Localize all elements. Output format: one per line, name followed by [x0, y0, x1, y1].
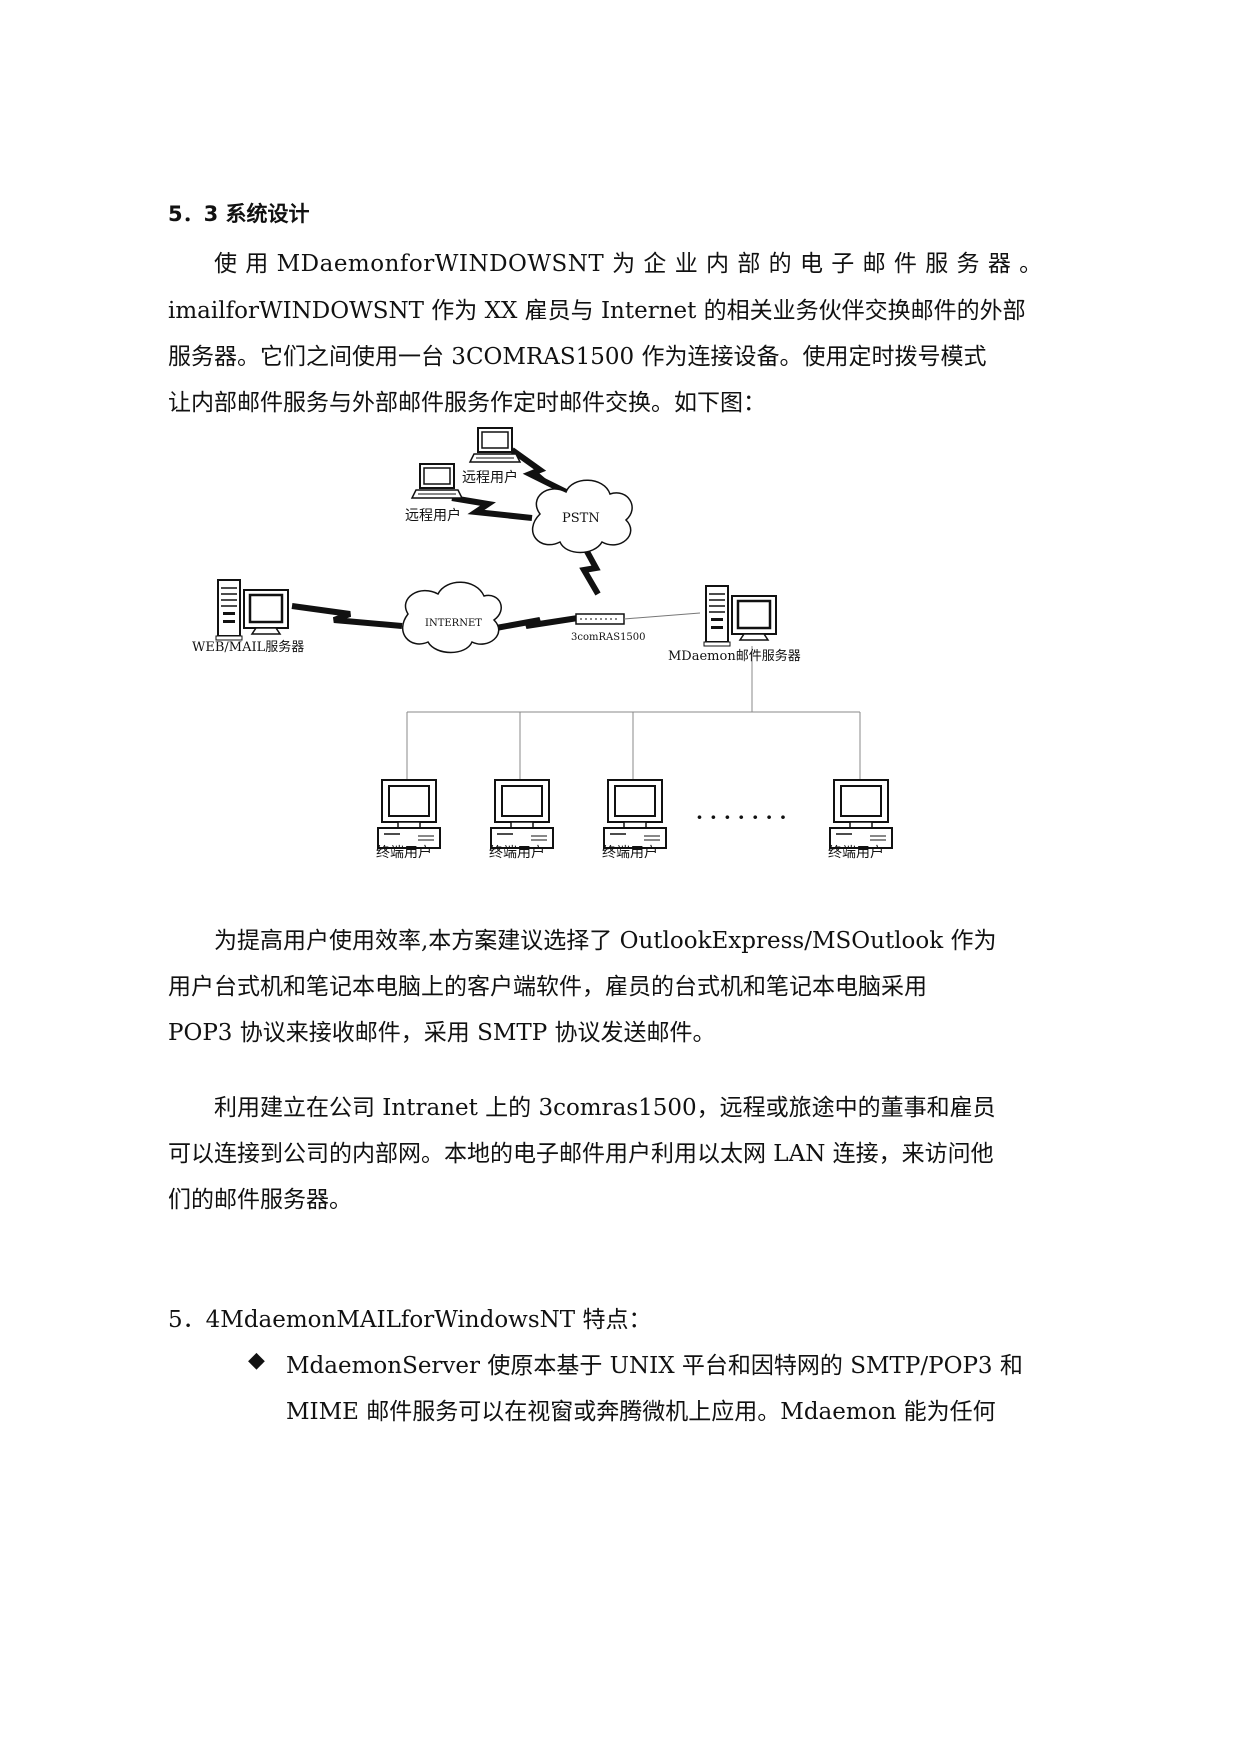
paragraph-line: 可以连接到公司的内部网。本地的电子邮件用户利用以太网 LAN 连接，来访问他 — [168, 1141, 994, 1167]
terminal-user-label: 终端用户 — [489, 844, 545, 861]
bullet-line: MIME 邮件服务可以在视窗或奔腾微机上应用。Mdaemon 能为任何 — [286, 1399, 996, 1425]
lan-bus — [406, 646, 861, 780]
remote-user-label: 远程用户 — [462, 469, 518, 486]
laptop-icon — [469, 427, 521, 463]
terminal-desktop-icon — [603, 779, 667, 849]
terminal-user-label: 终端用户 — [602, 844, 658, 861]
paragraph-line: 用户台式机和笔记本电脑上的客户端软件，雇员的台式机和笔记本电脑采用 — [168, 974, 927, 1000]
terminal-desktop-icon — [490, 779, 554, 849]
paragraph-line: 使 用 MDaemonforWINDOWSNT 为 企 业 内 部 的 电 子 … — [214, 251, 1043, 277]
terminal-desktop-icon — [829, 779, 893, 849]
lightning-link — [291, 603, 403, 629]
mdaemon-server-icon — [702, 584, 778, 648]
bullet-line: MdaemonServer 使原本基于 UNIX 平台和因特网的 SMTP/PO… — [286, 1353, 1023, 1379]
internet-label: INTERNET — [425, 618, 482, 629]
diamond-bullet-icon: ◆ — [248, 1348, 265, 1373]
paragraph-line: 为提高用户使用效率,本方案建议选择了 OutlookExpress/MSOutl… — [214, 928, 997, 954]
ellipsis-dots: · · · · · · · — [696, 805, 787, 829]
mdaemon-server-label: MDaemon邮件服务器 — [668, 648, 801, 664]
remote-user-label: 远程用户 — [405, 507, 461, 524]
paragraph-line: 们的邮件服务器。 — [168, 1187, 352, 1213]
pstn-label: PSTN — [562, 511, 600, 526]
section-heading-5-3: 5．3 系统设计 — [168, 202, 310, 226]
ras-label: 3comRAS1500 — [571, 632, 646, 643]
pstn-cloud — [531, 479, 633, 554]
lightning-link — [495, 615, 579, 631]
terminal-user-label: 终端用户 — [376, 844, 432, 861]
lightning-link — [579, 544, 601, 596]
section-heading-5-4: 5．4MdaemonMAILforWindowsNT 特点： — [168, 1307, 652, 1333]
terminal-user-label: 终端用户 — [828, 844, 884, 861]
paragraph-line: imailforWINDOWSNT 作为 XX 雇员与 Internet 的相关… — [168, 298, 1026, 324]
ras-device-icon — [575, 613, 625, 625]
lightning-link — [451, 495, 533, 521]
laptop-icon — [411, 463, 463, 499]
ras-to-server-link — [623, 612, 701, 620]
web-mail-server-label: WEB/MAIL服务器 — [192, 639, 304, 655]
internet-cloud — [402, 581, 502, 654]
paragraph-line: 服务器。它们之间使用一台 3COMRAS1500 作为连接设备。使用定时拨号模式 — [168, 344, 987, 370]
paragraph-line: 利用建立在公司 Intranet 上的 3comras1500，远程或旅途中的董… — [214, 1095, 996, 1121]
paragraph-line: 让内部邮件服务与外部邮件服务作定时邮件交换。如下图： — [168, 390, 766, 416]
terminal-desktop-icon — [377, 779, 441, 849]
web-mail-server-icon — [214, 578, 290, 642]
paragraph-line: POP3 协议来接收邮件，采用 SMTP 协议发送邮件。 — [168, 1020, 716, 1046]
